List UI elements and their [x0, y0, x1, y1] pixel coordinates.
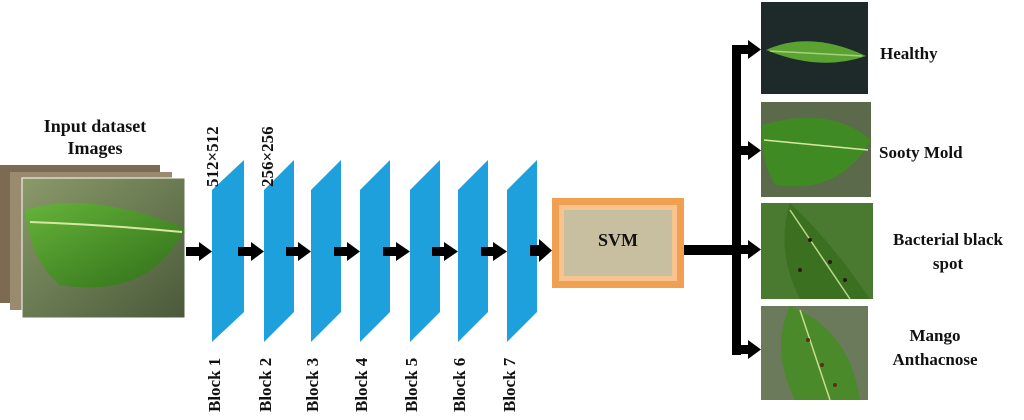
- svm-label: SVM: [598, 230, 638, 250]
- input-image-stack: [0, 165, 186, 319]
- arrow-input-to-block1: [186, 242, 212, 261]
- block-label-5: Block 5: [402, 357, 421, 412]
- arrow-to-sooty-mold: [736, 141, 761, 160]
- block-label-4: Block 4: [352, 357, 371, 412]
- output-label-mango-line2: Anthacnose: [892, 350, 978, 369]
- block-label-1: Block 1: [205, 357, 224, 412]
- size-label-512: 512×512: [203, 126, 222, 187]
- output-label-bacterial-black-spot: Bacterial black spot: [878, 228, 1018, 276]
- output-connector: [684, 40, 761, 359]
- block-6: [458, 160, 488, 342]
- input-label-line1: Input dataset: [43, 116, 147, 136]
- arrow-to-healthy: [736, 40, 761, 59]
- output-image-sooty-mold: [761, 102, 871, 197]
- input-dataset-label: Input dataset Images: [20, 115, 170, 159]
- block-label-6: Block 6: [450, 357, 469, 412]
- block-5: [410, 160, 440, 342]
- block-label-3: Block 3: [303, 357, 322, 412]
- block-1: [212, 160, 244, 342]
- output-image-healthy: [761, 2, 868, 94]
- arrow-block4-to-block5: [383, 242, 410, 261]
- output-label-bacterial-line1: Bacterial black: [892, 230, 1003, 249]
- block-2: [264, 160, 294, 342]
- arrow-block6-to-block7: [481, 242, 507, 261]
- arrow-block3-to-block4: [334, 242, 360, 261]
- output-label-sooty-mold: Sooty Mold: [879, 142, 963, 163]
- input-label-line2: Images: [67, 138, 123, 158]
- output-image-mango-anthracnose: [761, 306, 868, 401]
- block-arrows: [238, 239, 552, 262]
- cnn-blocks: [212, 160, 537, 342]
- arrow-block7-to-svm: [530, 239, 552, 262]
- output-label-mango-anthracnose: Mango Anthacnose: [880, 324, 990, 372]
- block-3: [311, 160, 341, 342]
- output-label-sooty-mold-line1: Sooty Mold: [879, 143, 963, 162]
- svm-box: [552, 198, 684, 288]
- arrow-to-bacterial-black-spot: [736, 240, 761, 259]
- arrow-to-mango-anthracnose: [736, 340, 761, 359]
- output-label-mango-line1: Mango: [909, 326, 961, 345]
- output-image-bacterial-black-spot: [761, 203, 873, 300]
- size-label-256: 256×256: [258, 126, 277, 187]
- arrow-block2-to-block3: [286, 242, 311, 261]
- block-7: [507, 160, 537, 342]
- arrow-block1-to-block2: [238, 242, 264, 261]
- block-4: [360, 160, 390, 342]
- block-label-2: Block 2: [256, 357, 275, 412]
- output-label-healthy: Healthy: [880, 43, 938, 64]
- arrow-block5-to-block6: [432, 242, 458, 261]
- output-label-healthy-line1: Healthy: [880, 44, 938, 63]
- input-leaf-image: [21, 177, 186, 319]
- output-label-bacterial-line2: spot: [932, 254, 964, 273]
- block-label-7: Block 7: [500, 357, 519, 412]
